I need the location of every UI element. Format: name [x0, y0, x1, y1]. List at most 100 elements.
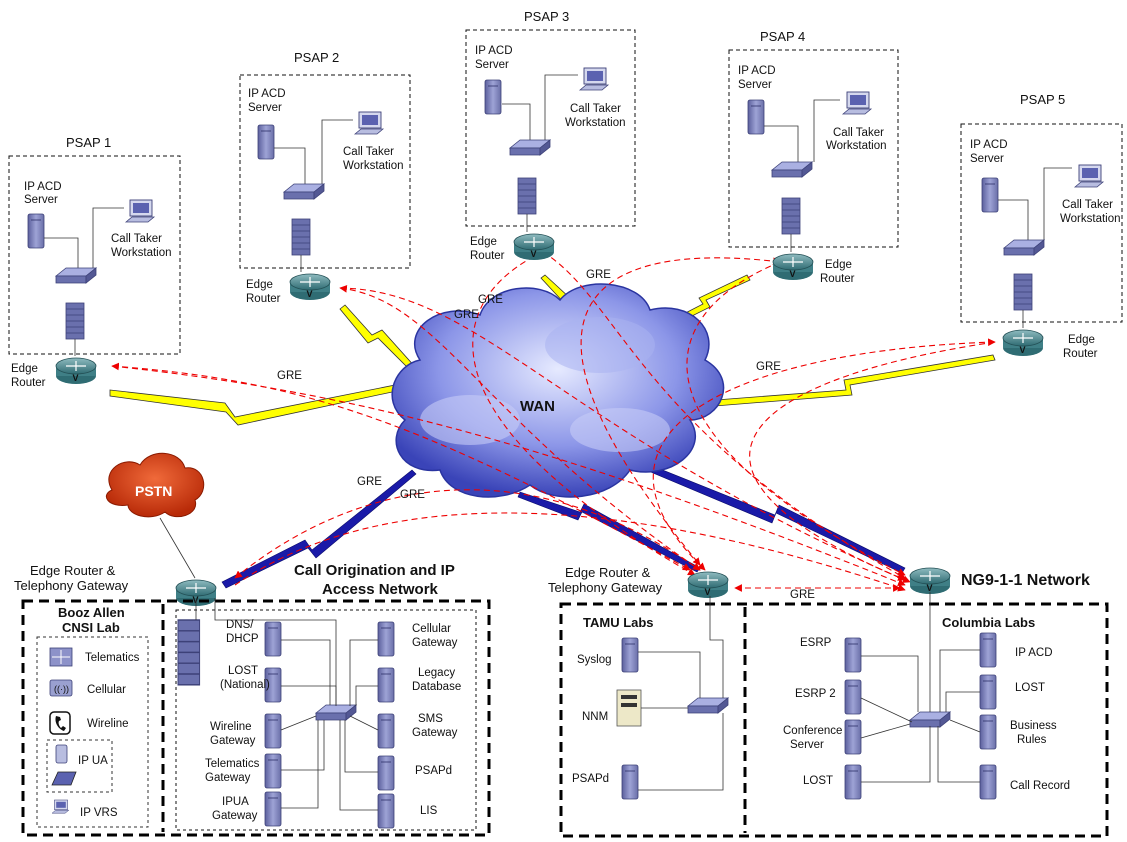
workstation-label: Workstation — [111, 247, 172, 259]
workstation-label: Call Taker — [570, 103, 621, 115]
psap-4: PSAP 4 IP ACD Server Call Taker Workstat… — [728, 29, 899, 285]
left-servers: DNS/ DHCP LOST (National) Wireline Gatew… — [205, 619, 282, 827]
server-label: Call Record — [1010, 780, 1070, 792]
nnm-server-icon — [616, 689, 642, 727]
gre-label: GRE — [790, 589, 815, 601]
server-label: DNS/ — [226, 619, 254, 631]
server-label: IPUA — [222, 796, 249, 808]
pstn-link — [159, 517, 196, 579]
legend-ip-ua: IP UA — [78, 755, 108, 767]
gateway-label: Edge Router & — [30, 563, 116, 578]
switch-icon — [687, 697, 729, 714]
pstn-cloud: PSTN — [106, 452, 205, 518]
router-label: Router — [246, 293, 281, 305]
workstation-label: Workstation — [565, 117, 626, 129]
gre-labels: GRE GRE GRE GRE GRE GRE GRE GRE — [277, 269, 815, 601]
psap-title: PSAP 1 — [66, 135, 111, 150]
server-icon — [621, 764, 639, 800]
workstation-icon — [842, 91, 872, 115]
legend-ip-vrs: IP VRS — [80, 807, 118, 819]
server-icon — [377, 621, 395, 657]
psap-title: PSAP 5 — [1020, 92, 1065, 107]
wan-label: WAN — [520, 398, 555, 415]
server-icon — [844, 679, 862, 715]
server-label: Conference — [783, 725, 842, 737]
legend-telematics: Telematics — [85, 652, 140, 664]
switch-icon — [283, 183, 325, 200]
call-net-links — [214, 598, 379, 811]
pstn-label: PSTN — [135, 483, 172, 499]
server-icon — [484, 79, 502, 115]
workstation-icon — [354, 111, 384, 135]
ng911-title: NG9-1-1 Network — [961, 572, 1090, 589]
server-icon — [981, 177, 999, 213]
cellular-icon — [49, 679, 73, 697]
server-label: IP ACD — [248, 88, 286, 100]
firewall-icon — [517, 177, 537, 215]
server-icon — [979, 714, 997, 750]
server-icon — [264, 791, 282, 827]
switch-icon — [509, 139, 551, 156]
gre-label: GRE — [478, 294, 503, 306]
gre-label: GRE — [454, 309, 479, 321]
server-label: LOST — [228, 665, 258, 677]
gre-label: GRE — [400, 489, 425, 501]
router-label: Router — [820, 273, 855, 285]
server-label: Server — [24, 194, 58, 206]
firewall-icon — [291, 218, 311, 256]
psap-2: PSAP 2 IP ACD Server Call Taker Workstat… — [239, 50, 411, 305]
phone-icon — [49, 711, 71, 735]
psap-title: PSAP 3 — [524, 9, 569, 24]
workstation-label: Workstation — [826, 140, 887, 152]
pc-icon — [51, 799, 70, 814]
gateway-label: Telephony Gateway — [548, 580, 663, 595]
server-label: IP ACD — [475, 45, 513, 57]
workstation-icon — [1074, 164, 1104, 188]
server-label: Business — [1010, 720, 1057, 732]
server-label: Server — [475, 59, 509, 71]
server-label: Server — [970, 153, 1004, 165]
workstation-icon — [125, 199, 155, 223]
server-label: Telematics — [205, 758, 260, 770]
server-icon — [264, 713, 282, 749]
psap-1: PSAP 1 IP ACD Server Call Taker Workstat… — [8, 135, 181, 389]
firewall-icon — [781, 197, 801, 235]
router-label: Router — [11, 377, 46, 389]
server-label: LOST — [803, 775, 833, 787]
lab-title: TAMU Labs — [583, 615, 654, 630]
server-label: SMS — [418, 713, 443, 725]
gre-label: GRE — [756, 361, 781, 373]
tamu-labs: TAMU Labs Syslog NNM PSAPd — [572, 596, 729, 800]
switch-icon — [909, 711, 951, 728]
gre-label: GRE — [357, 476, 382, 488]
server-icon — [979, 674, 997, 710]
ng911-section: Edge Router & Telephony Gateway NG9-1-1 … — [548, 565, 1109, 838]
server-icon — [377, 755, 395, 791]
lab-title: Booz Allen — [58, 605, 125, 620]
server-label: Rules — [1017, 734, 1047, 746]
server-icon — [377, 713, 395, 749]
gateway-label: Edge Router & — [565, 565, 651, 580]
server-label: NNM — [582, 711, 608, 723]
server-label: Database — [412, 681, 461, 693]
server-icon — [27, 213, 45, 249]
workstation-label: Call Taker — [343, 146, 394, 158]
server-label: Server — [248, 102, 282, 114]
server-icon — [264, 753, 282, 789]
router-label: Edge — [1068, 334, 1095, 346]
router-icon — [55, 357, 97, 385]
workstation-label: Workstation — [1060, 213, 1121, 225]
server-label: IP ACD — [738, 65, 776, 77]
svg-text:((·)): ((·)) — [54, 684, 69, 694]
server-icon — [979, 632, 997, 668]
workstation-label: Call Taker — [833, 127, 884, 139]
workstation-label: Workstation — [343, 160, 404, 172]
router-icon — [513, 233, 555, 261]
server-label: Server — [738, 79, 772, 91]
laptop-icon — [51, 771, 77, 786]
lab-title: CNSI Lab — [62, 620, 120, 635]
router-icon — [289, 273, 331, 301]
router-label: Router — [470, 250, 505, 262]
server-label: Server — [790, 739, 824, 751]
